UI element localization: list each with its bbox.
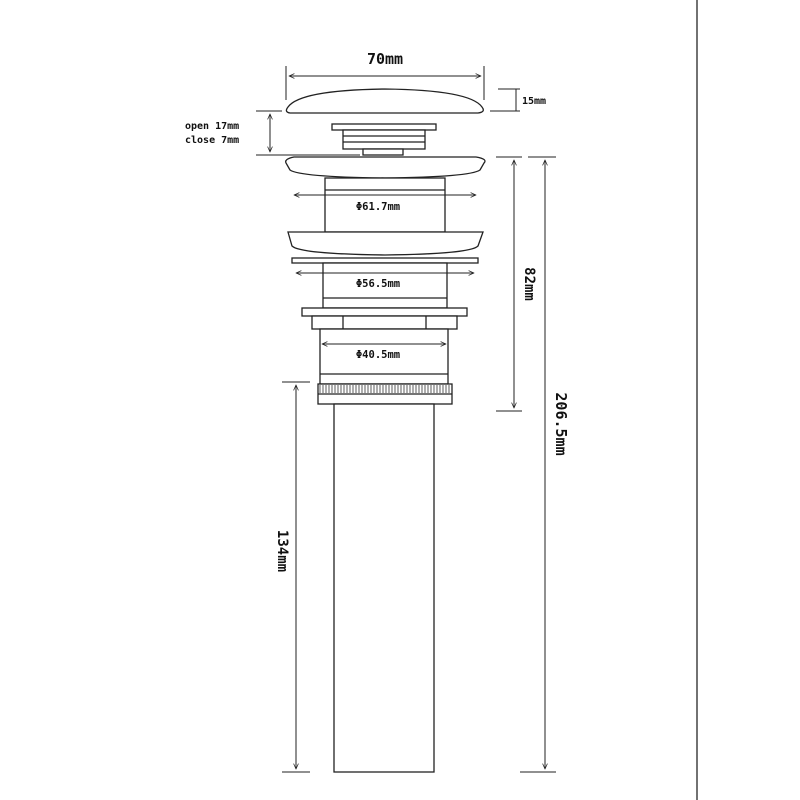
label-dia-upper: Φ61.7mm — [356, 201, 400, 213]
cap-stem-collar — [331, 123, 437, 131]
cap-stem-block — [342, 129, 426, 150]
label-dia-middle: Φ56.5mm — [356, 278, 400, 290]
label-close-travel: close 7mm — [185, 135, 239, 146]
cap-stem-pin — [362, 148, 404, 156]
label-body-height: 82mm — [521, 267, 537, 301]
lower-body — [319, 328, 449, 385]
label-open-travel: open 17mm — [185, 121, 239, 132]
dome-cap — [285, 88, 484, 114]
tail-pipe — [333, 403, 435, 773]
upper-body — [324, 177, 446, 233]
middle-ring — [291, 257, 479, 264]
dimension-lines — [256, 66, 556, 773]
lower-nut-body — [311, 315, 458, 330]
label-tail-length: 134mm — [274, 530, 290, 572]
label-total-height: 206.5mm — [552, 392, 570, 455]
drain-part-outline — [285, 88, 486, 773]
label-top-width: 70mm — [367, 50, 403, 68]
label-dia-lower: Φ40.5mm — [356, 349, 400, 361]
upper-flange — [285, 156, 486, 179]
knurl-pattern — [319, 385, 450, 393]
middle-dish — [287, 231, 484, 256]
label-cap-height: 15mm — [522, 96, 546, 107]
lower-nut — [301, 307, 468, 317]
